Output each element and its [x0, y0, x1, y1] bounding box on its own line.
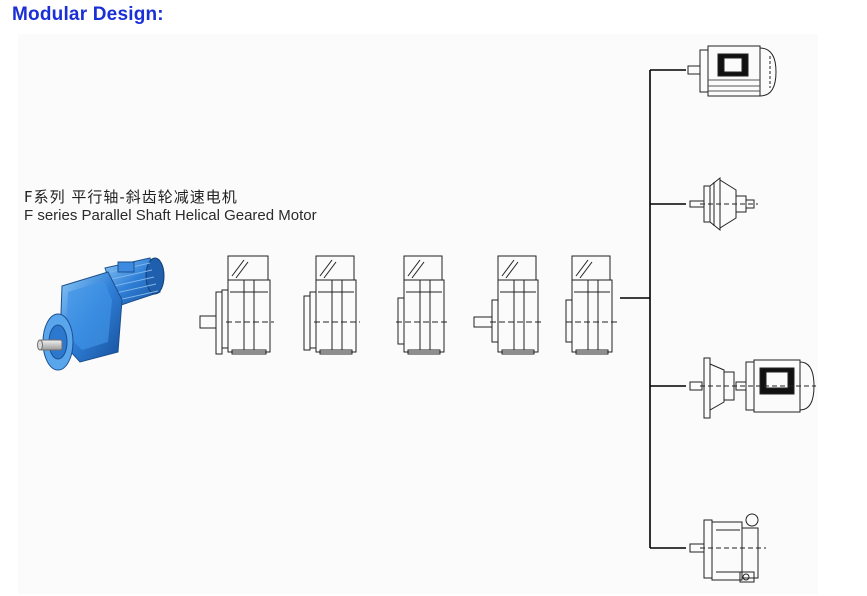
- electric-motor-drawing: [687, 45, 777, 97]
- gear-unit-drawing: [565, 255, 618, 355]
- geared-motor-photo: [37, 257, 165, 371]
- diagram-panel: [18, 34, 818, 594]
- gear-unit-drawing: [473, 255, 542, 355]
- gear-unit-drawings: [199, 255, 618, 355]
- product-name-english: F series Parallel Shaft Helical Geared M…: [24, 207, 317, 224]
- product-name-chinese: F系列 平行轴-斜齿轮减速电机: [24, 188, 238, 206]
- gear-unit-drawing: [303, 255, 360, 355]
- input-shaft-unit-drawing: [689, 513, 766, 583]
- adapter-drawing: [689, 176, 758, 232]
- adapter-and-motor-drawing: [689, 357, 816, 419]
- page-heading: Modular Design:: [12, 4, 164, 25]
- gear-unit-drawing: [396, 255, 448, 355]
- gear-unit-drawing: [199, 255, 274, 355]
- connector-lines: [620, 69, 686, 549]
